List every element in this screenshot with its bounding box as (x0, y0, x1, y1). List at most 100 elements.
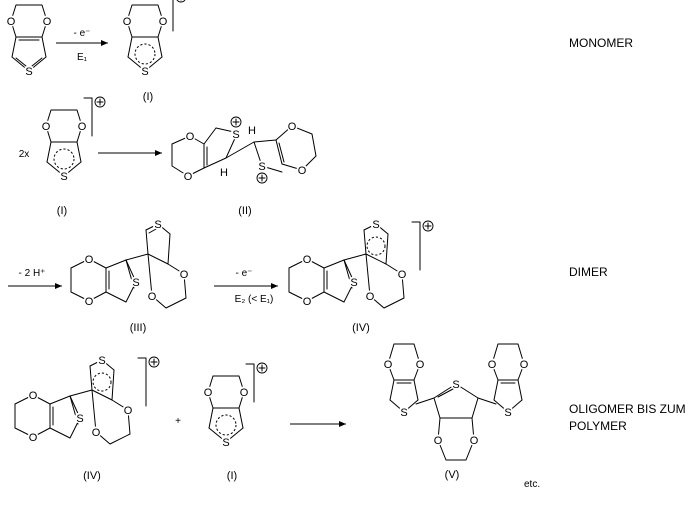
atom-o: O (288, 121, 297, 133)
atom-mask (27, 431, 39, 443)
atom-s: S (141, 66, 148, 78)
atom-o: O (366, 291, 375, 303)
bond (365, 253, 387, 265)
bond (105, 291, 127, 303)
atom-o: O (7, 16, 16, 28)
compound-label-III: (III) (130, 322, 147, 334)
bond (41, 36, 47, 58)
compound-label-I: (I) (143, 91, 153, 103)
atom-h: H (220, 167, 228, 179)
atom-s: S (98, 355, 105, 367)
bond (145, 229, 149, 255)
atom-s: S (154, 219, 161, 231)
bond (225, 135, 237, 159)
atom-mask (364, 290, 376, 302)
atom-mask (76, 120, 88, 132)
bond (477, 397, 497, 405)
bond-path (126, 4, 164, 22)
bond (203, 127, 217, 145)
atom-mask (220, 436, 232, 448)
arrow-head-icon (339, 421, 346, 427)
atom-mask (286, 120, 298, 132)
bond-path (433, 383, 479, 419)
bond (105, 259, 127, 269)
bond (343, 253, 367, 261)
positive-charge-icon (176, 0, 186, 3)
atom-mask (296, 164, 308, 176)
bond-path (207, 375, 245, 393)
bond-path (45, 109, 83, 127)
bond (215, 127, 235, 133)
atom-mask (468, 434, 480, 446)
atom-mask (152, 218, 164, 230)
atom-o: O (240, 387, 249, 399)
radical-bracket (172, 0, 174, 32)
stoichiometry-2x: 2x (19, 149, 30, 160)
atom-h: H (248, 125, 256, 137)
bond (413, 379, 419, 401)
atom-o: O (434, 435, 443, 447)
atom-mask (83, 295, 95, 307)
bond (15, 57, 27, 67)
condition-deprotonation: - 2 H⁺ (19, 268, 46, 279)
atom-mask (182, 170, 194, 182)
arrow-step4: - e⁻E₂ (< E₁) (214, 268, 278, 305)
atom-mask (58, 170, 70, 182)
label-IV-a: (IV) (352, 322, 370, 334)
atom-o: O (85, 296, 94, 308)
atom-s: S (400, 407, 407, 419)
atom-o: O (384, 359, 393, 371)
radical-bracket (245, 363, 255, 403)
bond (49, 395, 71, 405)
bond (111, 369, 115, 401)
arrow-step1: - e⁻E₁ (56, 28, 108, 63)
bond (278, 142, 285, 163)
arrow-head-icon (155, 150, 162, 156)
label-II: (II) (238, 205, 251, 217)
bond (517, 379, 523, 401)
atom-mask (122, 404, 134, 416)
atom-mask (139, 65, 151, 77)
atom-mask (301, 253, 313, 265)
stage-label-oligomer: OLIGOMER BIS ZUM (569, 402, 686, 416)
bond (203, 157, 227, 169)
bond (437, 388, 454, 398)
atom-s: S (25, 66, 32, 78)
atom-mask (486, 358, 498, 370)
atom-mask (96, 354, 108, 366)
condition-potential-e1: E₁ (77, 52, 88, 63)
compound-label-I: (I) (227, 470, 237, 482)
label-I-b: (I) (57, 205, 67, 217)
atom-mask (230, 128, 242, 140)
atom-o: O (184, 171, 193, 183)
bond (49, 427, 71, 439)
bond (69, 389, 93, 397)
bond (11, 36, 17, 58)
atom-o: O (92, 427, 101, 439)
atom-o: O (416, 359, 425, 371)
arrow-step3: - 2 H⁺ (8, 268, 62, 289)
atom-o: O (398, 269, 407, 281)
arrow-head-icon (55, 283, 62, 289)
bond-path (10, 4, 48, 22)
atom-o: O (29, 390, 38, 402)
atom-mask (178, 268, 190, 280)
bond (167, 233, 171, 265)
etc-label: etc. (524, 479, 540, 490)
compound-label-IV: (IV) (83, 470, 101, 482)
bond (323, 259, 345, 269)
atom-mask (130, 276, 142, 288)
compound-label-IV: (IV) (352, 322, 370, 334)
atom-o: O (29, 432, 38, 444)
label-I-a: (I) (143, 91, 153, 103)
delocalized-ring (53, 148, 75, 170)
atom-mask (396, 268, 408, 280)
